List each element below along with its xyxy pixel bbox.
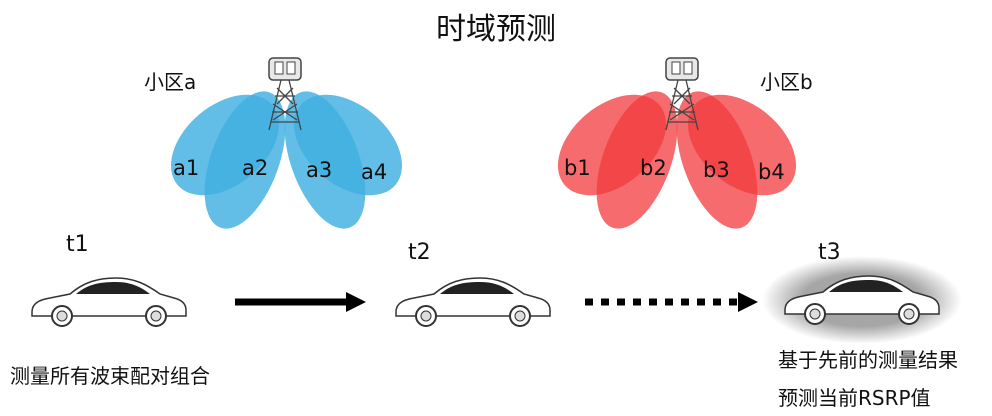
tower-icon-b bbox=[665, 57, 699, 131]
beam-b2 bbox=[596, 91, 678, 229]
beam-a4 bbox=[293, 94, 403, 196]
cell-label-b: 小区b bbox=[760, 70, 813, 94]
tower-icon-a bbox=[268, 57, 302, 131]
beam-label-b2: b2 bbox=[640, 156, 667, 180]
caption-t1: 测量所有波束配对组合 bbox=[10, 364, 210, 388]
car-icon-t1 bbox=[31, 277, 187, 327]
beam-a2 bbox=[204, 91, 286, 229]
time-label-t3: t3 bbox=[818, 240, 841, 265]
beam-label-a3: a3 bbox=[306, 158, 333, 182]
beam-label-b4: b4 bbox=[758, 160, 785, 184]
beam-b4 bbox=[687, 94, 797, 196]
caption-t3-line1: 基于先前的测量结果 bbox=[778, 348, 958, 372]
beam-label-b1: b1 bbox=[564, 156, 591, 180]
beam-label-a2: a2 bbox=[242, 156, 269, 180]
cell-label-a: 小区a bbox=[144, 70, 197, 94]
car-icon-t2 bbox=[395, 277, 551, 327]
beam-label-b3: b3 bbox=[703, 158, 730, 182]
caption-t3-line2: 预测当前RSRP值 bbox=[778, 386, 931, 410]
beam-label-a1: a1 bbox=[173, 156, 200, 180]
cell-a-beams bbox=[170, 91, 403, 229]
arrow-solid bbox=[235, 292, 366, 312]
time-label-t1: t1 bbox=[66, 232, 89, 257]
time-label-t2: t2 bbox=[408, 240, 431, 265]
diagram-title: 时域预测 bbox=[436, 12, 556, 47]
beam-label-a4: a4 bbox=[361, 160, 388, 184]
arrow-dotted bbox=[585, 292, 758, 312]
